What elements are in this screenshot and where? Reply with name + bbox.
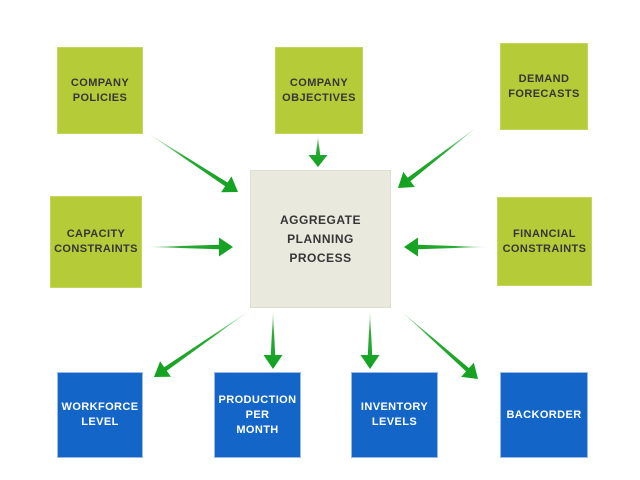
arrow-aggregate-planning-process-to-production-per-month (263, 311, 283, 369)
input-box-financial-constraints: FINANCIAL CONSTRAINTS (497, 197, 592, 286)
input-box-demand-forecasts: DEMAND FORECASTS (500, 43, 588, 130)
arrow-aggregate-planning-process-to-backorder (401, 311, 478, 379)
output-box-backorder: BACKORDER (500, 372, 588, 458)
arrow-demand-forecasts-to-aggregate-planning-process (398, 127, 477, 188)
input-box-capacity-constraints: CAPACITY CONSTRAINTS (50, 196, 142, 288)
arrow-aggregate-planning-process-to-workforce-level (154, 311, 249, 377)
arrow-capacity-constraints-to-aggregate-planning-process (148, 237, 233, 257)
arrow-financial-constraints-to-aggregate-planning-process (404, 237, 486, 257)
output-box-inventory-levels: INVENTORY LEVELS (351, 372, 438, 458)
output-box-workforce-level: WORKFORCE LEVEL (57, 372, 143, 458)
arrow-aggregate-planning-process-to-inventory-levels (360, 311, 380, 369)
center-box-aggregate-planning-process: AGGREGATE PLANNING PROCESS (250, 170, 391, 308)
arrow-company-policies-to-aggregate-planning-process (149, 134, 238, 193)
arrow-company-objectives-to-aggregate-planning-process (308, 136, 328, 167)
input-box-company-policies: COMPANY POLICIES (57, 47, 143, 134)
input-box-company-objectives: COMPANY OBJECTIVES (275, 47, 363, 134)
output-box-production-per-month: PRODUCTION PER MONTH (214, 372, 301, 458)
